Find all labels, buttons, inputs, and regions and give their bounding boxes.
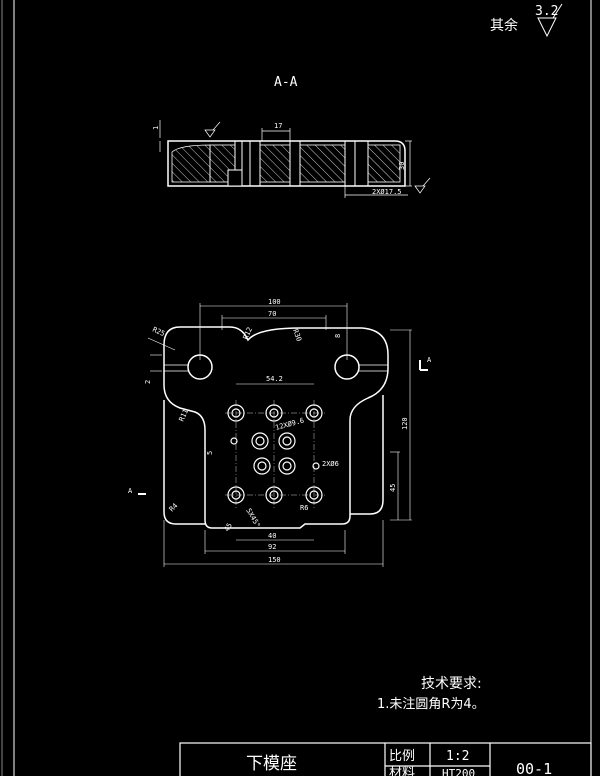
material-value: HT200	[442, 767, 475, 776]
tech-req-item-1: 1.未注圆角R为4。	[377, 697, 485, 712]
dim-54: 54.2	[266, 375, 283, 383]
dim-100: 100	[268, 298, 281, 306]
dim-120: 120	[401, 417, 409, 430]
surface-finish-value: 3.2	[535, 4, 558, 19]
part-name: 下模座	[246, 754, 297, 774]
scale-value: 1:2	[446, 749, 469, 764]
dim-8: 8	[334, 334, 342, 338]
technical-requirements: 技术要求: 1.未注圆角R为4。	[377, 676, 485, 712]
material-label: 材料	[389, 766, 415, 776]
scale-label: 比例	[389, 749, 415, 764]
dim-r6: R6	[300, 504, 308, 512]
tech-req-title: 技术要求:	[421, 676, 482, 692]
dim-2: 2	[144, 380, 152, 384]
dim-r30: R30	[291, 328, 303, 343]
dim-section-holes: 2XØ17.5	[372, 188, 402, 196]
surface-finish-prefix: 其余	[490, 17, 518, 34]
dim-hole2: 2XØ6	[322, 460, 339, 468]
drawing-number: 00-1	[516, 760, 552, 776]
dim-70: 70	[268, 310, 276, 318]
section-label: A-A	[274, 75, 298, 90]
dim-150: 150	[268, 556, 281, 564]
dim-chamfer: 5X45°	[244, 507, 261, 529]
dim-r12: R12	[242, 326, 255, 341]
dim-45deg: 45	[223, 522, 234, 533]
dim-40: 40	[268, 532, 276, 540]
dim-section-17: 17	[274, 122, 282, 130]
dim-r25: R25	[151, 326, 166, 339]
dim-r4: R4	[168, 502, 180, 514]
surface-finish-note: 其余 3.2	[490, 3, 563, 38]
dim-section-30: 30	[398, 162, 406, 170]
section-marker-left: A	[128, 487, 133, 495]
plan-outline	[163, 326, 389, 529]
section-view: 17 30 2XØ17.5 1	[152, 120, 431, 198]
roughness-symbol	[537, 3, 563, 38]
dim-45: 45	[389, 484, 397, 492]
dim-5: 5	[206, 451, 214, 455]
title-block: 下模座 比例 1:2 材料 HT200 00-1	[179, 742, 592, 776]
section-marker-right: A	[427, 356, 432, 364]
dim-section-1: 1	[152, 126, 160, 130]
plan-view: 100 70 54.2 120 45 40 92 150 R25 R12 R11…	[128, 298, 432, 567]
dim-92: 92	[268, 543, 276, 551]
